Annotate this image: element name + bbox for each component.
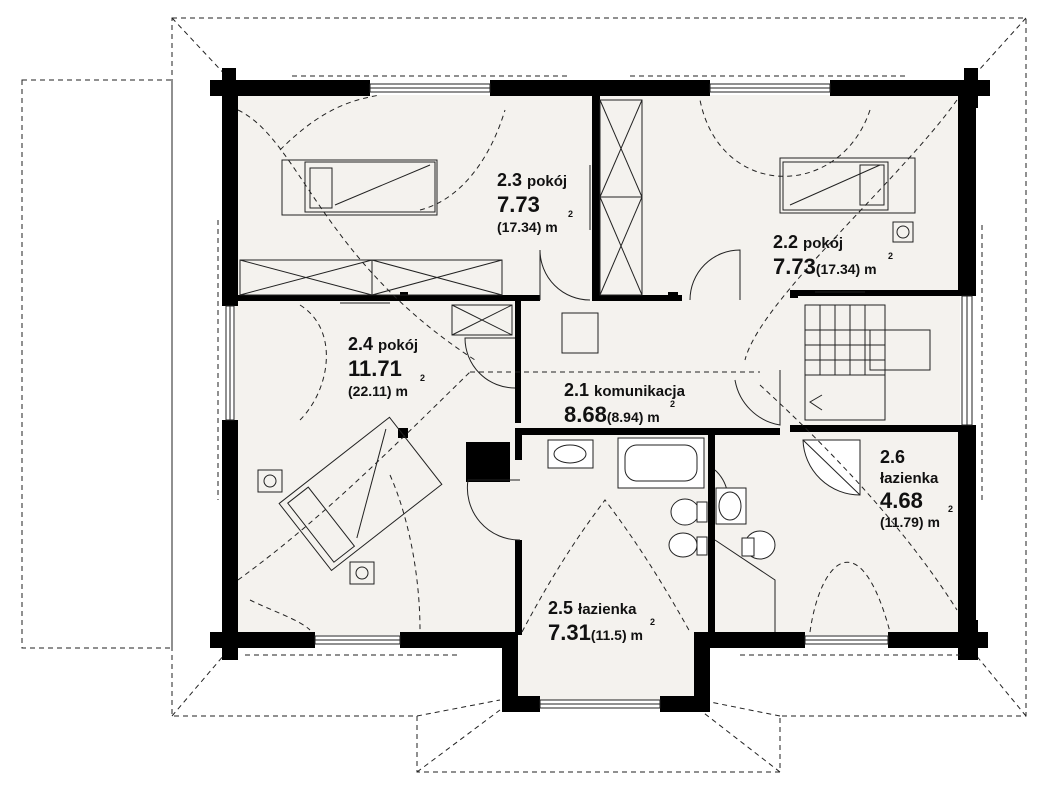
room-unit: m (545, 219, 557, 235)
bed-2-3 (281, 159, 438, 216)
doors (464, 249, 781, 541)
svg-text:7.73(17.34) m: 7.73(17.34) m (773, 254, 877, 279)
svg-text:2.5 łazienka: 2.5 łazienka (548, 598, 637, 618)
bed-2-4 (278, 416, 443, 572)
svg-text:(17.34) m: (17.34) m (497, 219, 558, 235)
room-name: pokój (803, 235, 843, 252)
room-area-gross: (8.94) (607, 409, 644, 425)
room-area-gross: (17.34) (497, 219, 541, 235)
window-dashes (217, 75, 983, 656)
exterior-walls (210, 68, 990, 712)
room-number: 2.4 (348, 334, 373, 354)
room-number: 2.2 (773, 232, 798, 252)
svg-text:2.1 komunikacja: 2.1 komunikacja (564, 380, 686, 400)
room-label-2-3: 2.3 pokój 7.73 (17.34) m 2 (497, 170, 573, 235)
reach-arcs (237, 94, 958, 633)
room-label-2-6: 2.6 łazienka 4.68 (11.79) m 2 (880, 447, 953, 530)
room-area: 4.68 (880, 488, 923, 513)
room-area: 7.73 (497, 192, 540, 217)
room-area-gross: (11.79) (880, 514, 924, 530)
svg-text:(22.11) m: (22.11) m (348, 383, 408, 399)
left-annex-outline (21, 79, 173, 649)
svg-text:2.3 pokój: 2.3 pokój (497, 170, 567, 190)
bath-2-5-fixtures (547, 437, 708, 558)
room-unit-sup: 2 (670, 399, 675, 409)
room-label-2-4: 2.4 pokój 11.71 (22.11) m 2 (348, 334, 425, 399)
room-number: 2.1 (564, 380, 589, 400)
room-label-2-2: 2.2 pokój 7.73(17.34) m 2 (773, 232, 893, 279)
room-unit: m (864, 261, 876, 277)
room-name: komunikacja (594, 383, 686, 400)
room-area-gross: (22.11) (348, 383, 392, 399)
room-number: 2.5 (548, 598, 573, 618)
room-area: 8.68 (564, 402, 607, 427)
room-unit: m (395, 383, 407, 399)
attic-hatch (561, 312, 599, 354)
svg-text:2.4 pokój: 2.4 pokój (348, 334, 418, 354)
room-unit: m (927, 514, 939, 530)
roof-outline (171, 17, 1027, 773)
room-area-gross: (17.34) (816, 261, 860, 277)
room-name: łazienka (880, 470, 939, 487)
room-label-2-5: 2.5 łazienka 7.31(11.5) m 2 (548, 598, 655, 645)
room-unit-sup: 2 (948, 504, 953, 514)
svg-text:2.2 pokój: 2.2 pokój (773, 232, 843, 252)
room-name: pokój (378, 337, 418, 354)
svg-text:(11.79) m: (11.79) m (880, 514, 940, 530)
svg-text:7.31(11.5) m: 7.31(11.5) m (548, 620, 643, 645)
room-area-gross: (11.5) (591, 627, 627, 643)
room-area: 11.71 (348, 356, 402, 381)
room-name: łazienka (578, 601, 637, 618)
bath-2-6-fixtures (714, 439, 861, 632)
room-unit-sup: 2 (568, 209, 573, 219)
room-unit-sup: 2 (888, 251, 893, 261)
room-unit-sup: 2 (420, 373, 425, 383)
stairs (804, 304, 931, 421)
room-name: pokój (527, 173, 567, 190)
room-unit-sup: 2 (650, 617, 655, 627)
nightstands-2-4 (257, 469, 375, 585)
room-area: 7.31 (548, 620, 591, 645)
room-unit: m (631, 627, 643, 643)
interior-walls (235, 95, 960, 635)
room-label-2-1: 2.1 komunikacja 8.68(8.94) m 2 (564, 380, 686, 427)
svg-text:8.68(8.94) m: 8.68(8.94) m (564, 402, 660, 427)
wardrobes (239, 99, 643, 336)
room-area: 7.73 (773, 254, 816, 279)
windows (225, 83, 973, 709)
room-number: 2.6 (880, 447, 905, 467)
room-number: 2.3 (497, 170, 522, 190)
room-unit: m (647, 409, 659, 425)
